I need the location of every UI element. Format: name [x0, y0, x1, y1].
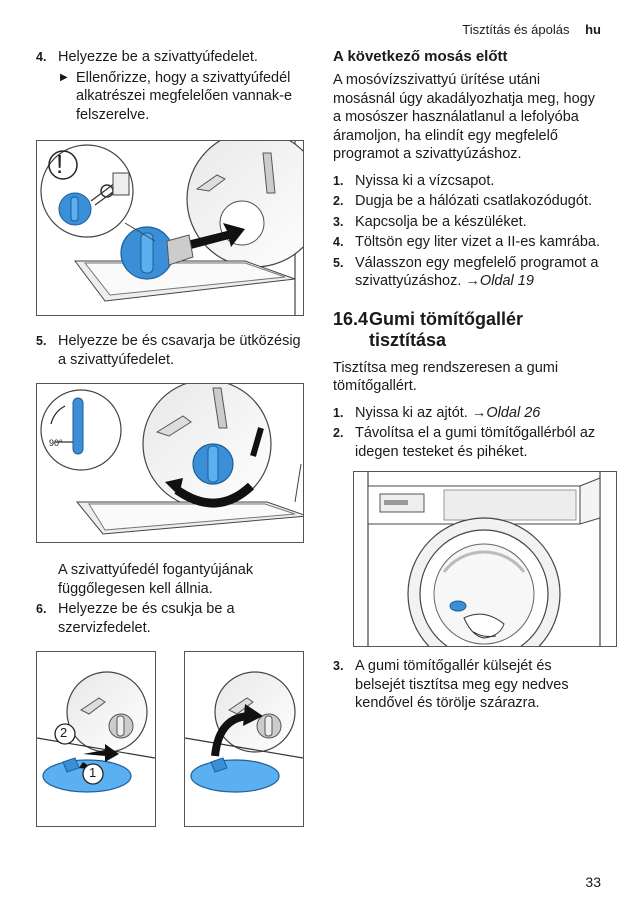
figure-clean-gasket — [353, 471, 617, 671]
step-marker-1: 1 — [89, 765, 97, 780]
pump-cover-insert-illustration: ! — [40, 130, 324, 315]
figure-insert-pump-cover: ! — [36, 130, 324, 316]
section-heading-next-wash: A következő mosás előtt — [333, 48, 508, 65]
language-code: hu — [585, 22, 601, 37]
angle-label-90: 90° — [49, 438, 63, 448]
step-6: 6. Helyezze be és csukja be a szervizfed… — [36, 601, 235, 636]
gasket-step-2: 2. Távolítsa el a gumi tömítőgallérból a… — [333, 425, 596, 460]
next-wash-step-1: 1. Nyissa ki a vízcsapot. — [333, 172, 495, 189]
next-wash-step-5: 5. Válasszon egy megfelelő programot a s… — [333, 254, 599, 290]
service-cover-insert-illustration — [36, 671, 156, 793]
page-header: Tisztítás és ápolás hu — [462, 22, 601, 37]
next-wash-step-3: 3. Kapcsolja be a készüléket. — [333, 213, 527, 230]
figure-screw-pump-cover: 90° — [36, 379, 308, 543]
step-5: 5. Helyezze be és csavarja be ütközésig … — [36, 333, 301, 368]
step-4: 4. Helyezze be a szivattyúfedelet. — [36, 49, 258, 65]
bullet-arrow-icon: ▶ — [60, 71, 68, 83]
step-4-check: ▶ Ellenőrizze, hogy a szivattyúfedél alk… — [60, 69, 293, 123]
result-text: A szivattyúfedél fogantyújának függőlege… — [58, 562, 254, 597]
next-wash-step-2: 2. Dugja be a hálózati csatlakozódugót. — [333, 193, 592, 209]
next-wash-intro: A mosóvízszivattyú ürítése utáni mosásná… — [333, 72, 595, 162]
page-link-19[interactable]: →Oldal 19 — [465, 273, 534, 289]
figure-close-service-cover-right — [184, 651, 304, 827]
gasket-intro: Tisztítsa meg rendszeresen a gumi tömítő… — [333, 359, 559, 395]
service-cover-close-illustration — [184, 671, 304, 793]
pump-cover-screw-illustration — [40, 379, 308, 535]
step-marker-2: 2 — [60, 725, 68, 740]
page-link-26[interactable]: →Oldal 26 — [471, 404, 541, 421]
section-number: 16.4 — [333, 308, 369, 329]
figure-close-service-cover: 2 1 — [36, 651, 304, 827]
gasket-step-1: 1. Nyissa ki az ajtót. →Oldal 26 — [333, 404, 541, 421]
next-wash-step-4: 4. Töltsön egy liter vizet a II-es kamrá… — [333, 234, 600, 250]
section-heading-gasket: 16.4 Gumi tömítőgallér tisztítása — [333, 309, 603, 351]
svg-text:!: ! — [56, 149, 63, 179]
right-column: A következő mosás előtt A mosóvízszivatt… — [333, 48, 617, 715]
section-title: Tisztítás és ápolás — [462, 22, 570, 37]
section-title-gasket: Gumi tömítőgallér tisztítása — [369, 308, 524, 350]
left-column: 4. Helyezze be a szivattyúfedelet. ▶ Ell… — [36, 48, 324, 827]
gasket-cleaning-illustration — [367, 472, 601, 671]
figure-close-service-cover-left: 2 1 — [36, 651, 156, 827]
gasket-step-3: 3. A gumi tömítőgallér külsejét és belse… — [333, 658, 569, 711]
page-number: 33 — [585, 874, 601, 890]
